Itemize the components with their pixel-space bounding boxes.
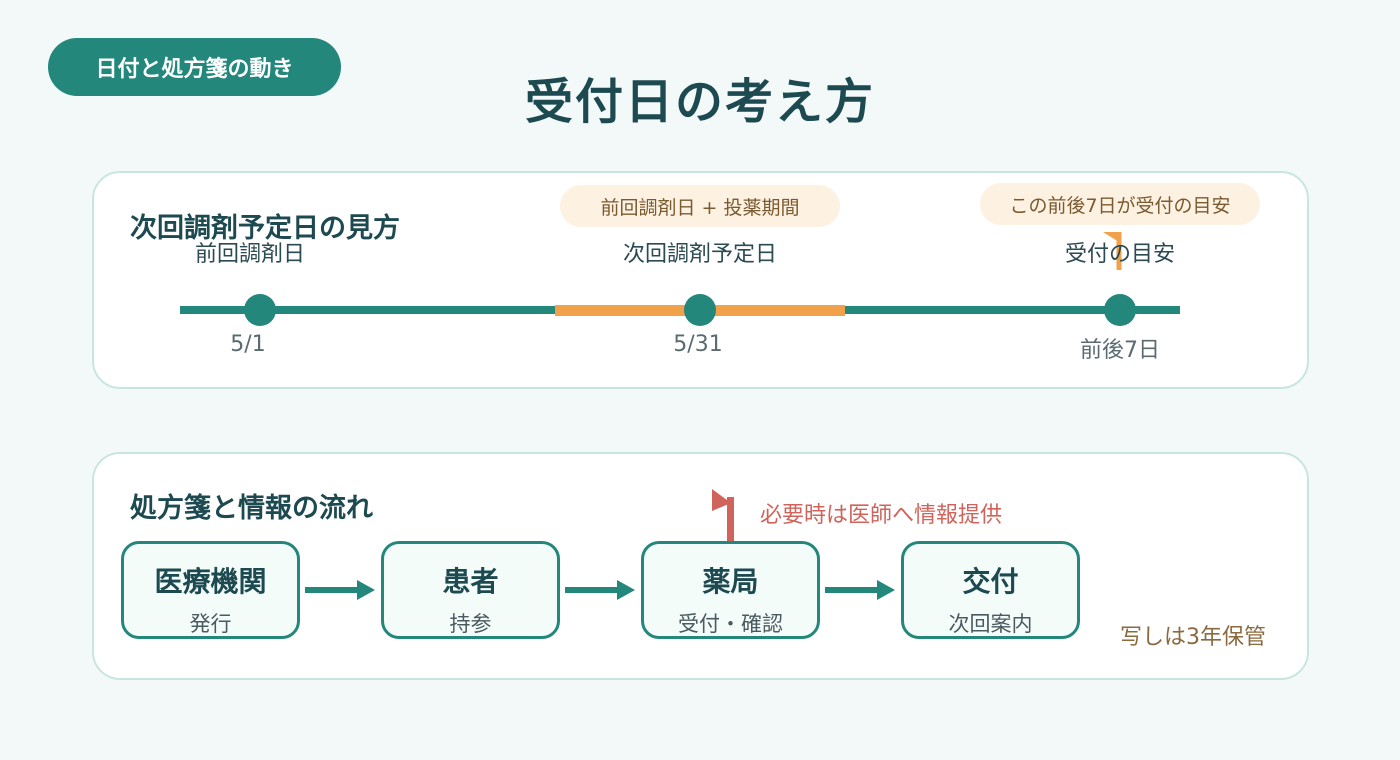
range-flag [1103,232,1119,242]
flow-step-patient: 患者 持参 [381,541,560,639]
note-flag-pole [727,497,734,541]
flow-step-main: 医療機関 [154,565,267,598]
flow-step-medical-institution: 医療機関 発行 [121,541,300,639]
flow-step-sub: 持参 [449,612,492,636]
timeline-date-next: 5/31 [673,332,723,357]
timeline-point-next [684,294,716,326]
timeline-point-range [1104,294,1136,326]
flow-step-sub: 発行 [189,612,232,636]
flow-arrow [305,580,375,600]
flow-arrow [825,580,895,600]
timeline-date-range: 前後7日 [1080,338,1160,363]
timeline-label-previous: 前回調剤日 [194,242,306,267]
flow-arrow [565,580,635,600]
timeline-label-range: 受付の目安 [1064,242,1176,267]
flow-step-delivery: 交付 次回案内 [901,541,1080,639]
flow-step-sub: 受付・確認 [678,612,783,636]
flow-step-pharmacy: 薬局 受付・確認 [641,541,820,639]
timeline-date-previous: 5/1 [230,332,266,357]
flow-step-sub: 次回案内 [948,612,1033,636]
formula-pill: 前回調剤日 + 投薬期間 [560,185,840,227]
note-flag [712,489,731,511]
timeline-graphic [180,232,1180,326]
referral-note: 必要時は医師へ情報提供 [760,503,1003,528]
section-badge: 日付と処方箋の動き [48,38,341,96]
retention-note: 写しは3年保管 [1120,625,1266,650]
range-note-pill: この前後7日が受付の目安 [980,183,1260,225]
page-title: 受付日の考え方 [524,74,875,130]
timeline-label-next: 次回調剤予定日 [622,242,778,267]
flow-title: 処方箋と情報の流れ [130,493,373,524]
flow-step-main: 患者 [442,565,499,598]
note-flag-graphic [712,489,734,541]
flow-step-main: 薬局 [702,565,759,598]
timeline-point-previous [244,294,276,326]
timeline-title: 次回調剤予定日の見方 [130,213,400,244]
flow-step-main: 交付 [962,565,1019,598]
